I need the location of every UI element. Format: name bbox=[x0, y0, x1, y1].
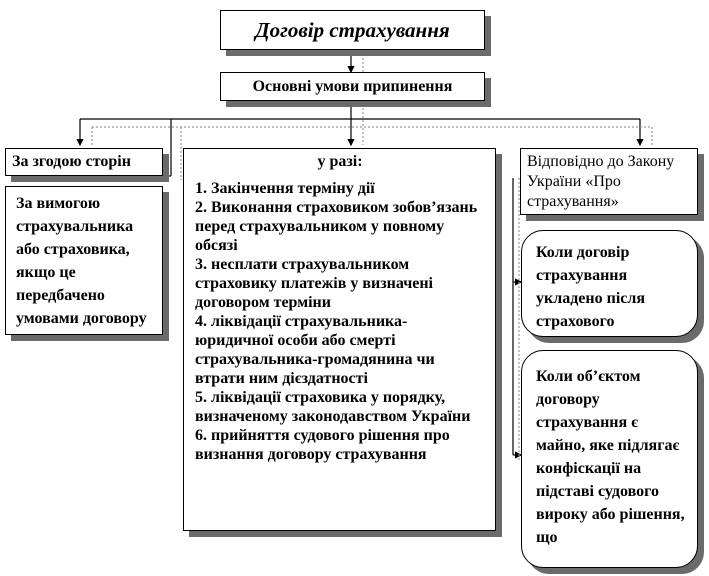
condition-item-3: 3. несплати страхувальником страховику п… bbox=[195, 256, 433, 311]
left-box-demand: За вимогою страхувальника або страховика… bbox=[5, 186, 163, 335]
left-box-demand-text: За вимогою страхувальника або страховика… bbox=[16, 195, 147, 327]
right-box-confiscation-text: Коли об’єктом договору страхування є май… bbox=[536, 368, 685, 546]
condition-item-2: 2. Виконання страховиком зобов’язань пер… bbox=[195, 199, 478, 254]
left-box-consent: За згодою сторін bbox=[5, 148, 163, 176]
middle-heading: у разі: bbox=[317, 153, 363, 170]
shadow-lines bbox=[91, 58, 653, 180]
condition-item-1: 1. Закінчення терміну дії bbox=[195, 180, 375, 197]
subtitle-box: Основні умови припинення bbox=[220, 72, 485, 101]
right-box-law: Відповідно до Закону України «Про страху… bbox=[520, 148, 698, 215]
condition-item-6: 6. прийняття судового рішення про визнан… bbox=[195, 427, 450, 463]
title-text: Договір страхування bbox=[255, 17, 450, 42]
right-box-confiscation: Коли об’єктом договору страхування є май… bbox=[521, 350, 698, 568]
right-box-after-insured-event-text: Коли договір страхування укладено після … bbox=[536, 244, 646, 330]
condition-item-5: 5. ліквідації страховика у порядку, визн… bbox=[195, 389, 471, 425]
title-box: Договір страхування bbox=[220, 10, 485, 50]
middle-conditions-box: у разі: 1. Закінчення терміну дії 2. Вик… bbox=[183, 148, 496, 531]
right-box-law-text: Відповідно до Закону України «Про страху… bbox=[527, 153, 675, 210]
right-box-after-insured-event: Коли договір страхування укладено після … bbox=[521, 230, 698, 337]
left-box-consent-text: За згодою сторін bbox=[12, 153, 131, 170]
subtitle-text: Основні умови припинення bbox=[252, 78, 453, 95]
condition-item-4: 4. ліквідації страхувальника-юридичної о… bbox=[195, 313, 435, 387]
